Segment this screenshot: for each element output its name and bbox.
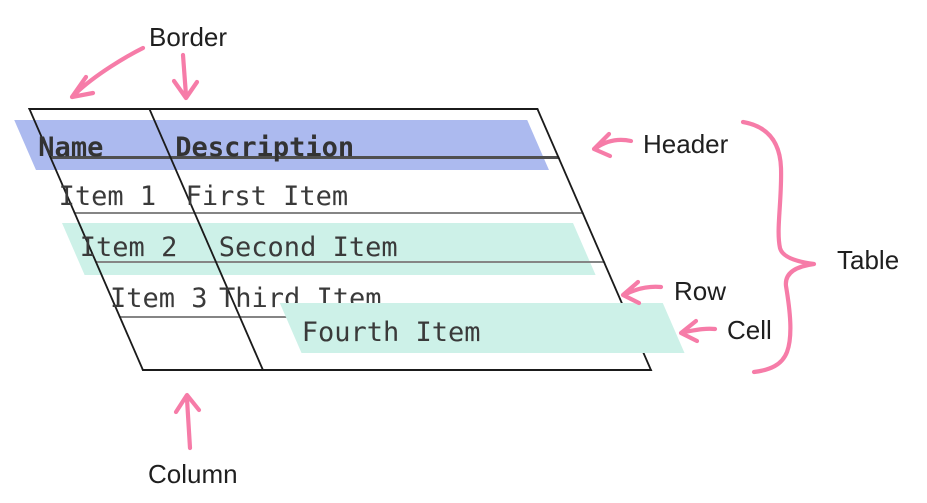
header-cell-name: Name bbox=[38, 132, 104, 163]
row-arrow-icon bbox=[620, 279, 664, 306]
cell-first-item: First Item bbox=[185, 181, 349, 212]
column-arrow-icon bbox=[173, 392, 202, 451]
table-graphic: Name Description Item 1 First Item Item … bbox=[14, 108, 685, 371]
table-border-top bbox=[28, 108, 539, 110]
border-arrow-down-icon bbox=[171, 52, 200, 101]
cell-item2: Item 2 bbox=[79, 232, 178, 263]
cell-item1: Item 1 bbox=[58, 181, 157, 212]
cell-arrow-icon bbox=[678, 318, 718, 344]
label-column: Column bbox=[148, 459, 238, 489]
header-arrow-icon bbox=[591, 131, 634, 159]
cell-second-item: Second Item bbox=[218, 232, 398, 263]
cell-item3: Item 3 bbox=[109, 283, 208, 314]
label-row: Row bbox=[674, 276, 727, 306]
table-border-bottom bbox=[141, 369, 653, 371]
cell-fourth-item: Fourth Item bbox=[301, 317, 481, 348]
label-cell: Cell bbox=[727, 315, 772, 345]
label-table: Table bbox=[837, 245, 900, 275]
label-header: Header bbox=[643, 129, 729, 159]
border-arrow-left-icon bbox=[69, 45, 146, 100]
header-cell-description: Description bbox=[175, 132, 355, 163]
label-border: Border bbox=[149, 22, 228, 52]
row-divider bbox=[73, 212, 584, 214]
